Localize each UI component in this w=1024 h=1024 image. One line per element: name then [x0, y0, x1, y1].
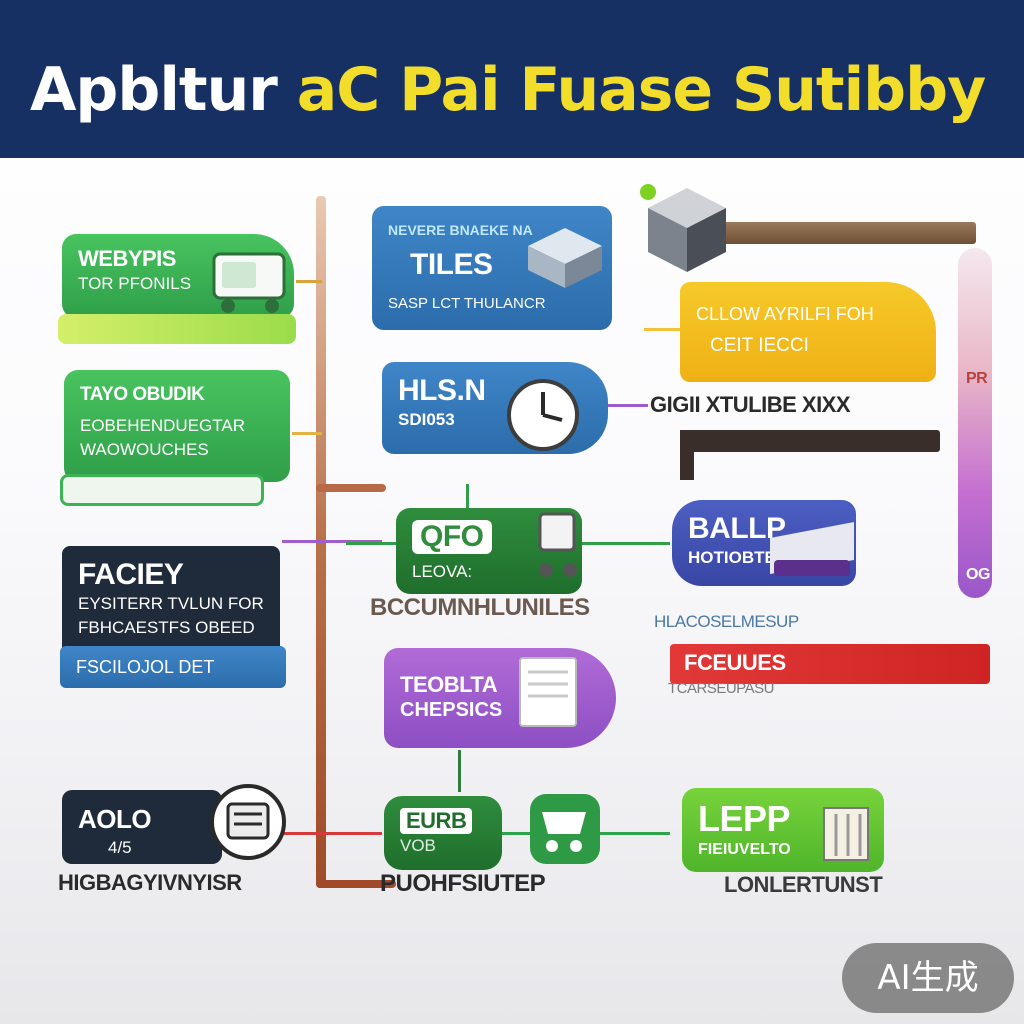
pushu-line2: VOB	[400, 834, 486, 858]
connector-dark-bar	[680, 430, 940, 452]
webypis-strip	[58, 314, 296, 344]
truck-icon	[208, 246, 294, 316]
building-icon	[820, 798, 872, 864]
connector-webypis	[296, 280, 322, 283]
card-cllow[interactable]: CLLOW AYRILFI FOH CEIT IECCI	[680, 282, 936, 382]
connector-hlsn	[608, 404, 648, 407]
ai-badge-label: AI生成	[877, 958, 978, 998]
qfo-caption: BCCUMNHLUNILES	[370, 594, 590, 622]
tiles-bottom: SASP LCT THULANCR	[388, 292, 596, 316]
header-banner: Apbltur aC Pai Fuase Sutibby	[0, 0, 1024, 158]
server-icon	[640, 182, 734, 278]
title-part-1: Apbltur	[30, 55, 277, 125]
cllow-line2: CEIT IECCI	[696, 334, 920, 358]
connector-aolo	[282, 832, 382, 835]
card-faciey[interactable]: FACIEY EYSITERR TVLUN FOR FBHCAESTFS OBE…	[62, 546, 280, 658]
aolo-title: AOLO	[78, 802, 206, 836]
connector-qfo-left	[346, 542, 396, 545]
factory-icon	[764, 504, 860, 584]
card-fceuues[interactable]: FCEUUES	[670, 644, 990, 684]
cart-icon	[526, 790, 604, 868]
tayo-line2: EOBEHENDUEGTAR	[80, 414, 274, 438]
pushu-caption: PUOHFSIUTEP	[380, 870, 545, 898]
cube-icon	[520, 222, 610, 292]
faciey-line2: EYSITERR TVLUN FOR	[78, 592, 264, 616]
aolo-rating: 4/5	[78, 836, 206, 860]
card-pushu[interactable]: EURB VOB	[384, 796, 502, 870]
page-title: Apbltur aC Pai Fuase Sutibby	[30, 50, 1000, 130]
faciey-strip-label: FSCILOJOL DET	[76, 657, 214, 677]
chair-icon	[530, 510, 586, 582]
side-bar-top-label: PR	[966, 370, 987, 388]
connector-qfo-top	[466, 484, 469, 510]
tayo-line3: WAOWOUCHES	[80, 438, 274, 462]
faciey-line3: FBHCAESTFS OBEED	[78, 616, 264, 640]
tayo-strip	[60, 474, 264, 506]
faciey-strip: FSCILOJOL DET	[60, 646, 286, 688]
fceuues-caption: TCARSEUPASU	[668, 680, 774, 697]
cllow-title: CLLOW AYRILFI FOH	[696, 302, 920, 326]
connector-tayo	[292, 432, 322, 435]
aolo-caption: HIGBAGYIVNYISR	[58, 870, 242, 896]
tablet-icon	[208, 782, 288, 862]
lepp-caption: LONLERTUNST	[724, 872, 882, 898]
document-icon	[516, 654, 580, 732]
title-part-2: aC Pai	[297, 55, 500, 125]
ai-generated-badge: AI生成	[842, 943, 1014, 1013]
gigi-label: GIGII XTULIBE XIXX	[650, 392, 850, 418]
clock-icon	[504, 376, 582, 454]
title-part-3: Fuase Sutibby	[520, 55, 986, 125]
card-tayo[interactable]: TAYO OBUDIK EOBEHENDUEGTAR WAOWOUCHES	[64, 370, 290, 482]
tayo-title: TAYO OBUDIK	[80, 382, 274, 408]
fceuues-title: FCEUUES	[684, 650, 976, 676]
faciey-title: FACIEY	[78, 558, 264, 592]
qfo-title: QFO	[412, 520, 492, 554]
pushu-title: EURB	[400, 808, 472, 834]
side-bar-bottom-label: OG	[966, 566, 990, 584]
card-aolo[interactable]: AOLO 4/5	[62, 790, 222, 864]
card-purple[interactable]: TEOBLTA CHEPSICS	[384, 648, 616, 748]
connector-yellow	[644, 328, 684, 331]
connector-qfo-right	[580, 542, 670, 545]
connector-top-bar	[706, 222, 976, 244]
connector-dark-drop	[680, 430, 694, 480]
right-side-bar	[958, 248, 992, 598]
ballp-caption: HLACOSELMESUP	[654, 612, 799, 632]
connector-mid-h	[316, 484, 386, 492]
connector-purple-down	[458, 750, 461, 792]
